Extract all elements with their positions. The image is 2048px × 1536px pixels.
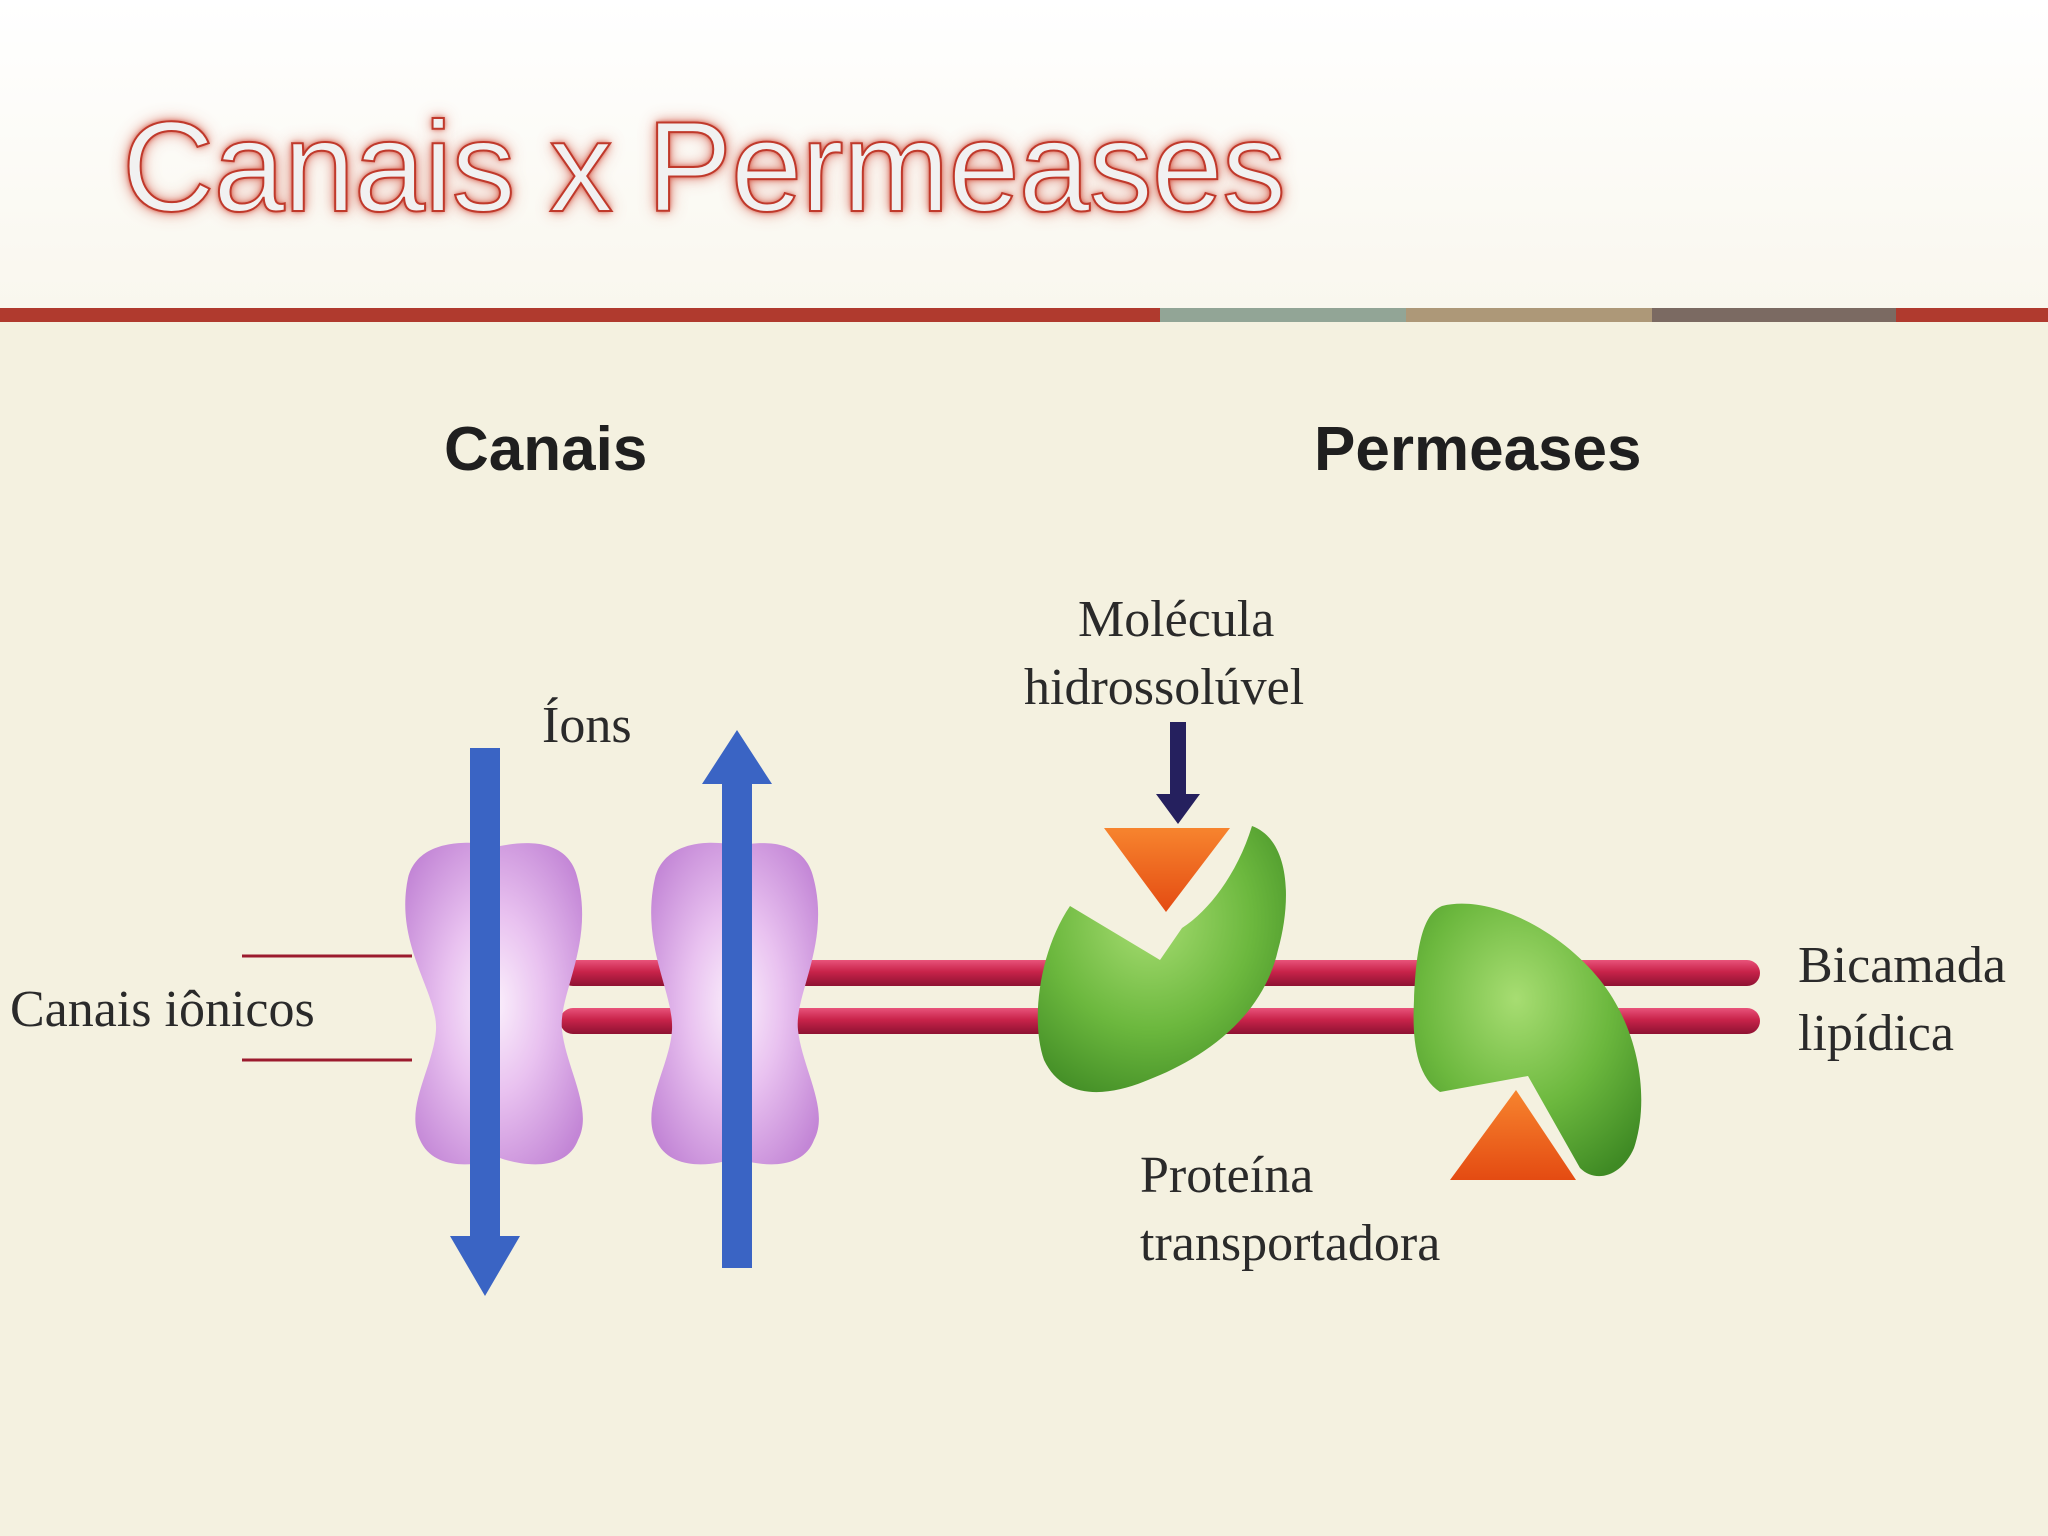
slide-title: Canais x Permeases (121, 95, 1287, 240)
carrier-label-line1: Proteína (1140, 1147, 1313, 1204)
molecule-arrow-down (1156, 722, 1200, 824)
title-rule-segment (1406, 308, 1652, 322)
carrier-protein-open-outward (1037, 826, 1286, 1093)
title-area: Canais x Permeases (0, 0, 2048, 308)
title-rule-segment (1652, 308, 1896, 322)
molecule-label-line2: hidrossolúvel (1024, 659, 1304, 716)
ion-arrow-up (702, 730, 772, 1268)
permeases-heading: Permeases (1314, 415, 1642, 484)
carrier-label-line2: transportadora (1140, 1215, 1440, 1272)
ions-label: Íons (542, 696, 632, 754)
title-rule-segment (1896, 308, 2048, 322)
molecule-label-line1: Molécula (1078, 591, 1274, 648)
molecule-triangle-inside (1450, 1090, 1576, 1180)
carrier-protein-open-inward (1413, 903, 1642, 1177)
molecule-triangle-outside (1104, 828, 1230, 912)
bilayer-label-line1: Bicamada (1798, 937, 2006, 994)
title-rule-segment (0, 308, 1160, 322)
ion-channels-label: Canais iônicos (10, 981, 315, 1038)
canais-heading: Canais (444, 415, 648, 484)
ion-arrow-down (450, 748, 520, 1296)
bilayer-label-line2: lipídica (1798, 1005, 1954, 1062)
title-rule-segment (1160, 308, 1406, 322)
